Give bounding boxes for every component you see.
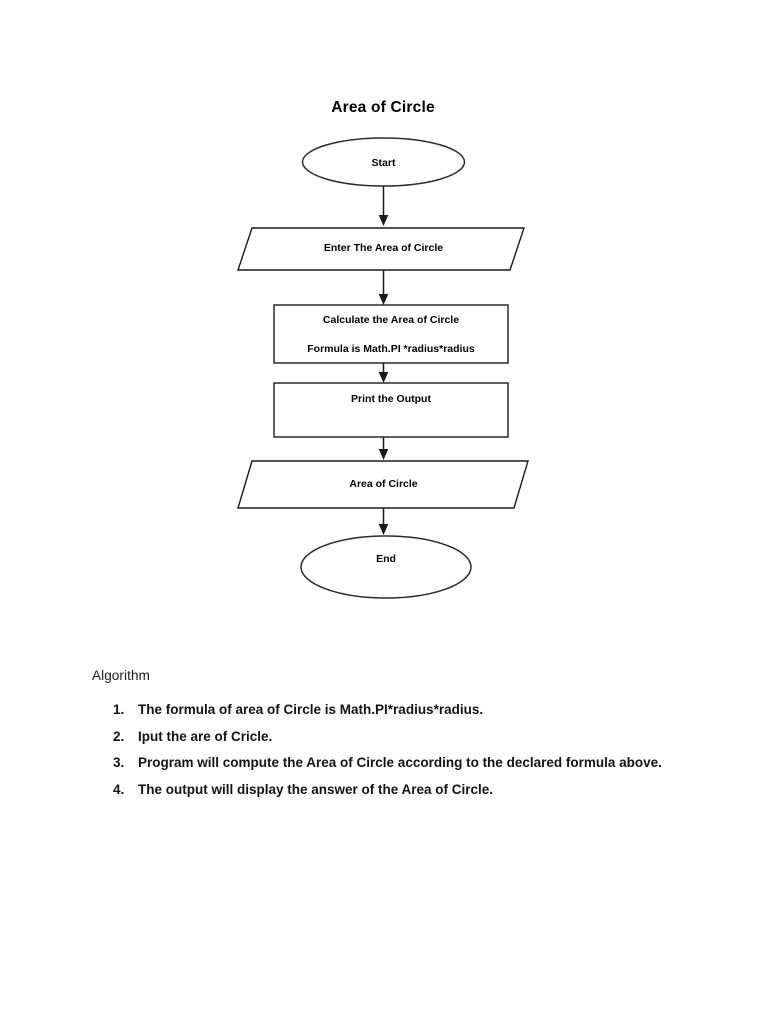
- list-item: 3. Program will compute the Area of Circ…: [92, 750, 712, 776]
- node-end-shape: [300, 535, 472, 599]
- arrowhead-print-to-output: [378, 449, 389, 460]
- list-item-text: The output will display the answer of th…: [138, 781, 494, 797]
- node-end-label: End: [376, 553, 396, 565]
- arrowhead-output-to-end: [378, 524, 389, 535]
- algorithm-heading: Algorithm: [92, 668, 150, 683]
- list-item-number: 4.: [113, 781, 125, 797]
- node-output-label: Area of Circle: [349, 478, 417, 490]
- node-calculate-label-line2: Formula is Math.PI *radius*radius: [307, 343, 475, 355]
- algorithm-section: Algorithm 1. The formula of area of Circ…: [92, 668, 712, 803]
- list-item-number: 3.: [113, 755, 125, 770]
- flowchart-diagram: Area of Circle Start Enter The Area of C…: [237, 99, 529, 599]
- node-print-shape: [273, 382, 509, 438]
- list-item: 1. The formula of area of Circle is Math…: [92, 697, 712, 723]
- node-calculate-label-line1: Calculate the Area of Circle: [323, 314, 459, 326]
- list-item-text: Iput the are of Cricle.: [138, 728, 273, 744]
- algorithm-list: 1. The formula of area of Circle is Math…: [92, 697, 712, 802]
- list-item-text: The formula of area of Circle is Math.PI…: [138, 702, 484, 717]
- list-item: 4. The output will display the answer of…: [92, 777, 712, 803]
- arrowhead-calculate-to-print: [378, 372, 389, 383]
- arrowhead-input-to-calculate: [378, 294, 389, 305]
- node-print-label: Print the Output: [351, 393, 431, 405]
- arrowhead-start-to-input: [378, 215, 389, 226]
- list-item: 2. Iput the are of Cricle.: [92, 724, 712, 750]
- list-item-number: 2.: [113, 728, 125, 744]
- list-item-text: Program will compute the Area of Circle …: [138, 755, 662, 770]
- flowchart-title: Area of Circle: [331, 99, 435, 116]
- list-item-number: 1.: [113, 702, 125, 717]
- node-output-shape: [237, 460, 529, 509]
- node-input-shape: [237, 227, 525, 271]
- node-start-label: Start: [372, 157, 396, 169]
- node-calculate-shape: [273, 304, 509, 364]
- node-input-label: Enter The Area of Circle: [324, 242, 443, 254]
